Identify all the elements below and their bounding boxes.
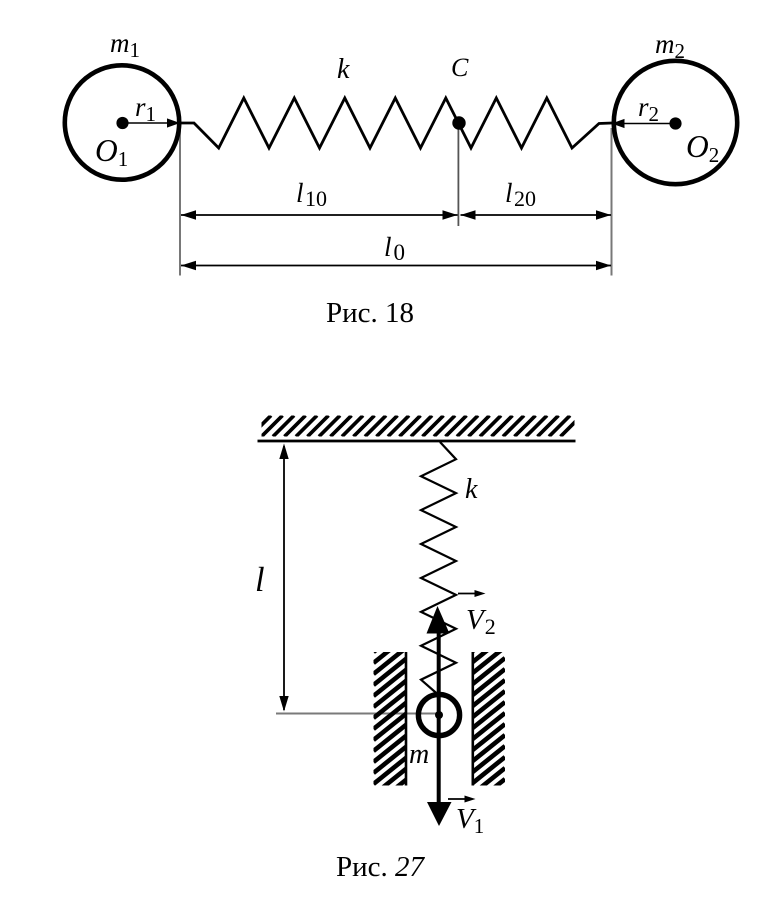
svg-text:Рис. 18: Рис. 18 xyxy=(326,297,414,329)
svg-text:k: k xyxy=(465,474,478,505)
svg-text:m: m xyxy=(409,739,429,770)
svg-text:l0: l0 xyxy=(384,232,405,265)
svg-text:Рис. 27: Рис. 27 xyxy=(336,851,426,883)
svg-text:C: C xyxy=(451,53,469,82)
svg-text:k: k xyxy=(337,54,350,85)
svg-text:V2: V2 xyxy=(466,604,496,639)
svg-text:l: l xyxy=(255,561,265,599)
